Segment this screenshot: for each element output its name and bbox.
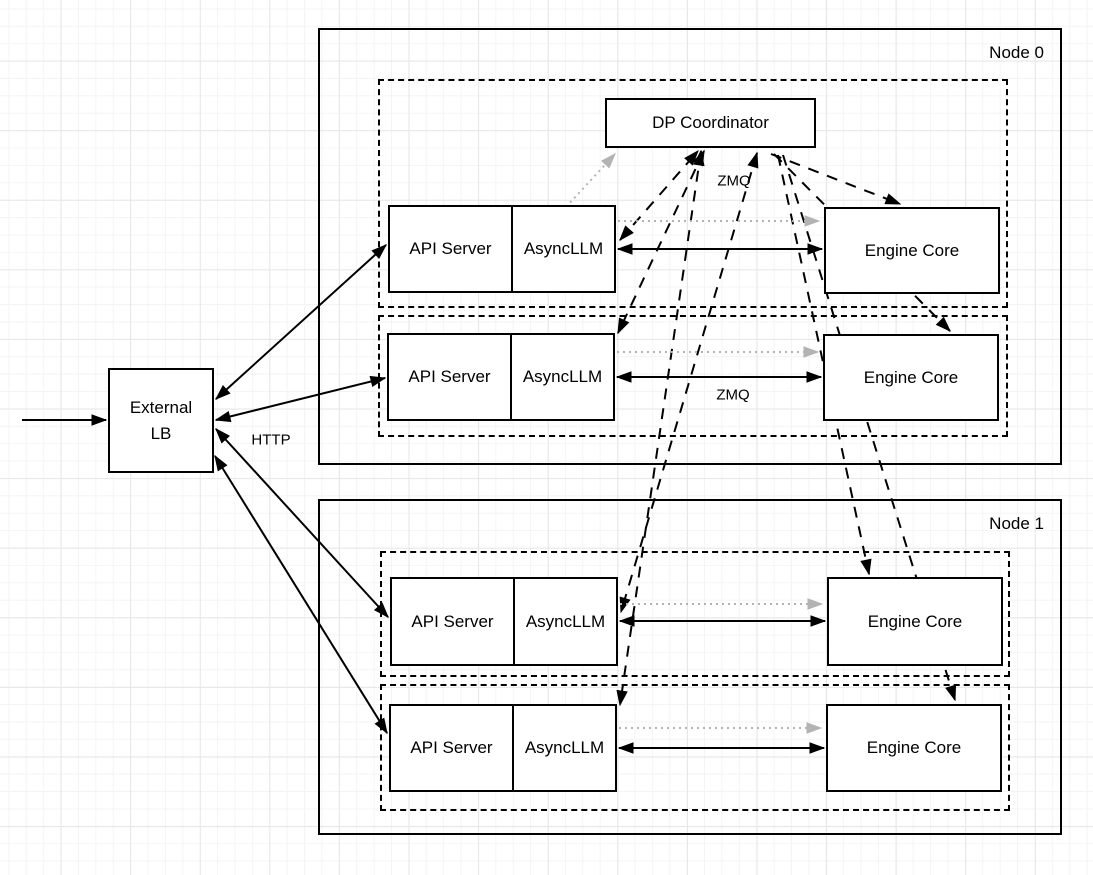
api-server-label: API Server — [409, 239, 492, 258]
engine-core-box-n1r1: Engine Core — [827, 577, 1003, 666]
api-server-asyncllm-box-n0r2: API Server AsyncLLM — [387, 333, 615, 421]
engine-core-label: Engine Core — [866, 738, 962, 757]
api-server-cell-n0r1: API Server — [390, 207, 513, 291]
api-server-label: API Server — [410, 738, 493, 757]
external-lb-label-line1: External — [129, 397, 193, 417]
node0-label: Node 0 — [989, 43, 1044, 62]
external-lb-label: External LB — [130, 395, 192, 447]
node1-label: Node 1 — [989, 514, 1044, 533]
asyncllm-cell-n1r1: AsyncLLM — [515, 579, 616, 664]
zmq-engine-label: ZMQ — [716, 386, 750, 404]
engine-core-label: Engine Core — [863, 367, 959, 387]
engine-core-box-n0r2: Engine Core — [823, 334, 999, 421]
asyncllm-cell-n1r2: AsyncLLM — [514, 706, 615, 790]
asyncllm-label: AsyncLLM — [522, 367, 603, 386]
asyncllm-label: AsyncLLM — [523, 239, 604, 258]
engine-core-label: Engine Core — [867, 611, 963, 631]
external-lb-box: External LB — [108, 368, 214, 473]
external-lb-label-line2: LB — [150, 423, 172, 443]
dp-coordinator-box: DP Coordinator — [605, 98, 816, 148]
engine-core-box-n1r2: Engine Core — [826, 704, 1002, 792]
edge-dp-coordinator-engine-core-n1r2 — [782, 154, 955, 700]
api-server-asyncllm-box-n0r1: API Server AsyncLLM — [388, 205, 616, 293]
edge-external-lb-api-server-n0r1 — [216, 245, 386, 399]
dp-coordinator-label: DP Coordinator — [652, 113, 769, 132]
asyncllm-cell-n0r1: AsyncLLM — [513, 207, 614, 291]
api-server-cell-n1r1: API Server — [392, 579, 515, 664]
api-server-asyncllm-box-n1r1: API Server AsyncLLM — [390, 577, 618, 666]
api-server-asyncllm-box-n1r2: API Server AsyncLLM — [389, 704, 617, 792]
engine-core-box-n0r1: Engine Core — [824, 207, 1000, 294]
api-server-cell-n1r2: API Server — [391, 706, 514, 790]
asyncllm-label: AsyncLLM — [524, 738, 605, 757]
edge-asyncllm-n0r1-dp-coordinator-startup — [565, 154, 615, 208]
edge-external-lb-api-server-n0r2 — [216, 378, 385, 420]
api-server-label: API Server — [408, 367, 491, 386]
zmq-coordinator-label: ZMQ — [717, 172, 751, 190]
edge-external-lb-api-server-n1r2 — [214, 456, 388, 733]
edge-dp-coordinator-asyncllm-n1r2 — [620, 151, 701, 705]
engine-core-label: Engine Core — [864, 240, 960, 260]
edge-dp-coordinator-engine-core-n0r1 — [770, 153, 900, 205]
api-server-cell-n0r2: API Server — [389, 335, 512, 419]
asyncllm-label: AsyncLLM — [525, 611, 606, 631]
asyncllm-cell-n0r2: AsyncLLM — [512, 335, 613, 419]
http-label: HTTP — [251, 431, 291, 449]
api-server-label: API Server — [411, 611, 494, 631]
